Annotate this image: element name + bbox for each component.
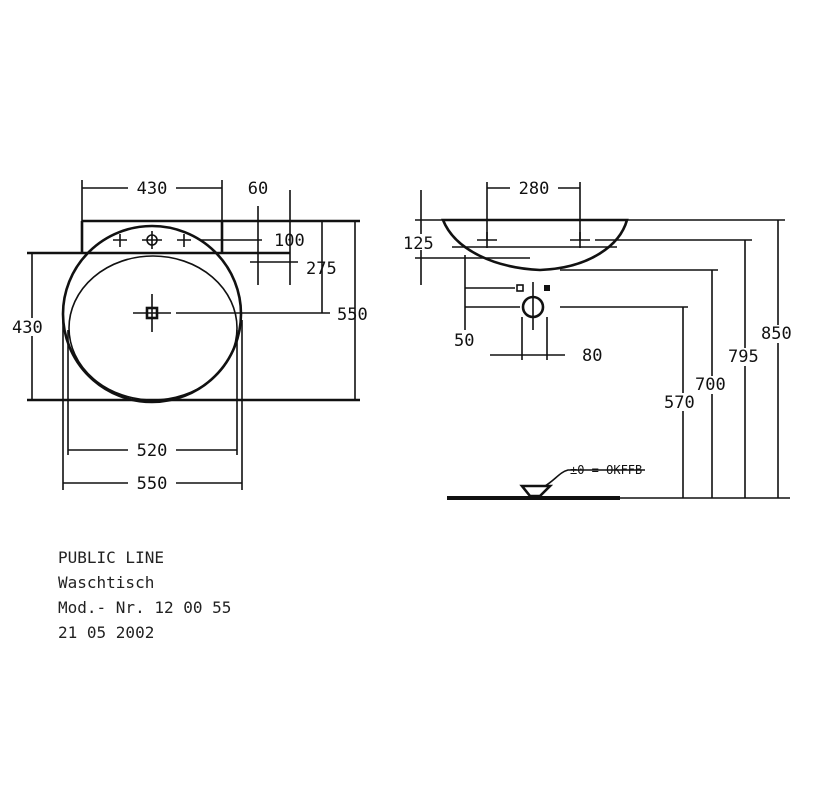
side-tap-holes (477, 232, 590, 248)
model-number: Mod.- Nr. 12 00 55 (58, 598, 232, 617)
dim-795: 795 (728, 347, 759, 367)
dim-700: 700 (695, 375, 726, 395)
product-name: Waschtisch (58, 573, 155, 592)
dim-850: 850 (761, 324, 792, 344)
basin-outer-outline (61, 224, 243, 404)
dim-80: 80 (582, 346, 602, 366)
dim-570: 570 (664, 393, 695, 413)
side-view: 280 125 50 80 ±0 = OKFFB 570 700 795 850 (402, 179, 798, 500)
title-block: PUBLIC LINE Waschtisch Mod.- Nr. 12 00 5… (58, 545, 231, 645)
dim-line-550-bottom (62, 320, 243, 490)
dim-430-left: 430 (12, 318, 43, 338)
tap-holes (113, 231, 191, 249)
drawing-date: 21 05 2002 (58, 623, 155, 642)
drain (133, 294, 330, 332)
dim-60: 60 (248, 179, 268, 199)
dim-125: 125 (403, 234, 434, 254)
basin-bowl-outline (68, 255, 238, 401)
dim-line-520 (67, 330, 238, 455)
dim-550-right: 550 (337, 305, 368, 325)
dim-100: 100 (274, 231, 305, 251)
dim-275: 275 (306, 259, 337, 279)
dim-430-top: 430 (137, 179, 168, 199)
height-extension-lines (560, 219, 785, 271)
floor-reference-label: ±0 = OKFFB (570, 463, 642, 477)
floor-drain-symbol (519, 484, 554, 498)
dim-line-60-100 (250, 190, 298, 285)
basin-side-profile (441, 218, 629, 272)
dim-50: 50 (454, 331, 474, 351)
dim-520: 520 (137, 441, 168, 461)
plan-outline (27, 219, 360, 255)
side-drain (465, 282, 688, 360)
series-name: PUBLIC LINE (58, 548, 164, 567)
dim-550-bottom: 550 (137, 474, 168, 494)
plan-view: 430 60 100 275 550 430 520 550 (8, 179, 368, 494)
dim-280: 280 (519, 179, 550, 199)
